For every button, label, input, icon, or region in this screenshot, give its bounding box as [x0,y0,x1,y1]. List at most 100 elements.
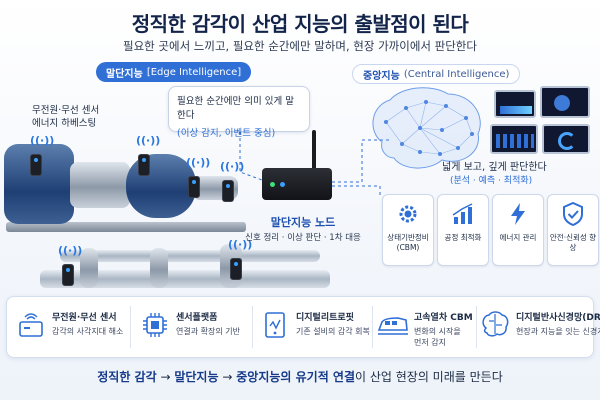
feature-digital-retrofit: 디지털리트로핏 기존 설비의 감각 회복 [258,302,370,352]
lightning-icon [511,203,525,225]
footer-part2: 말단지능 [174,370,219,384]
coupling-housing [70,162,130,208]
wifi-icon: ((·)) [58,244,83,257]
monitor-chart [500,106,532,114]
footer-part4: 이 산업 현장의 미래를 만든다 [355,370,503,384]
feature-strip [6,296,594,358]
gateway-antenna [312,130,316,170]
central-tag-ko: 중앙지능 [363,70,400,82]
footer-statement: 정직한 감각 → 말단지능 → 중앙지능의 유기적 연결이 산업 현장의 미래를… [0,368,600,385]
dashboard-monitor [494,90,536,118]
wireless-sensor [30,154,42,176]
edge-gateway-device [262,168,332,200]
footer-arrow1: → [160,370,171,384]
shield-check-icon [563,201,583,227]
edge-to-central-connector [332,139,390,183]
pipe-lower [40,270,330,288]
gear-icon [399,205,417,223]
feature-wireless-sensor: 무전원·무선 센서 감각의 사각지대 해소 [14,302,126,352]
divider [372,306,373,348]
card-label: 상태기반정비 (CBM) [387,233,429,252]
footer-part3: 중앙지능의 유기적 연결 [236,370,355,384]
edge-node-desc: 신호 정리 · 이상 판단 · 1차 대응 [245,233,361,243]
dashboard-monitor [490,124,538,154]
bar-chart-icon [452,203,473,224]
monitor-map [546,94,586,112]
brain-network-icon [372,87,481,169]
gateway-to-cards-connector [332,185,381,196]
flange-1 [80,248,98,288]
pipe-middle [60,250,320,262]
feature-title: 센서플랫폼 [176,313,218,323]
edge-speech-bubble: 필요한 순간에만 의미 있게 말한다 (이상 감지, 이벤트 중심) [168,86,310,139]
train-icon [377,317,408,335]
dashboard-monitor [540,86,590,118]
bubble-connector [239,132,263,181]
edge-tag-ko: 말단지능 [106,68,143,80]
page-subtitle: 필요한 곳에서 느끼고, 필요한 순간에만 말하며, 현장 가까이에서 판단한다 [123,39,477,53]
retrofit-device-icon [265,312,285,338]
sensor-energy-label: 무전원·무선 센서 에너지 하베스팅 [32,104,99,130]
page-title: 정직한 감각이 산업 지능의 출발점이 된다 [131,12,469,36]
divider [252,306,253,348]
brain-icon [482,311,509,337]
divider [130,306,131,348]
central-caption-sub: (분석 · 예측 · 최적화) [450,176,533,186]
wifi-icon: ((·)) [136,134,161,147]
wireless-sensor [188,176,200,198]
card-cbm: 상태기반정비 (CBM) [382,194,434,266]
dashboard-monitor [542,124,590,154]
pump-body [126,154,196,218]
feature-desc-line2: 먼저 감지 [414,338,446,347]
connector-lines [239,132,390,196]
feature-title: 디지털반사신경망(DRN) [516,313,600,323]
edge-intelligence-tag: 말단지능 [Edge Intelligence] [96,62,252,82]
flange-2 [150,248,168,288]
feature-desc: 연결과 확장의 기반 [176,327,240,336]
footer-part1: 정직한 감각 [97,370,157,384]
card-safety-reliability: 안전·신뢰성 향상 [547,194,599,266]
status-led-icon [280,182,285,187]
bubble-line2: (이상 감지, 이벤트 중심) [177,128,276,139]
feature-title: 무전원·무선 센서 [52,313,117,323]
feature-drn: 디지털반사신경망(DRN) 현장과 지능을 잇는 신경계 [478,302,600,352]
feature-desc-line1: 변화의 시작을 [414,327,461,336]
wifi-icon: ((·)) [186,156,211,169]
central-caption: 넓게 보고, 깊게 판단한다 [442,162,547,173]
feature-desc: 기존 설비의 감각 회복 [296,327,370,336]
wifi-icon: ((·)) [30,134,55,147]
feature-title: 고속열차 CBM [414,313,473,323]
chip-icon [143,313,167,337]
wireless-sensor [230,258,242,280]
card-label: 안전·신뢰성 향상 [549,233,597,252]
card-label: 에너지 관리 [499,233,537,242]
card-process-optimization: 공정 최적화 [437,194,489,266]
wireless-sensor-icon [19,313,43,337]
feature-title: 디지털리트로핏 [296,313,354,323]
wireless-sensor [62,264,74,286]
divider [476,306,477,348]
machinery-illustration: ((·)) ((·)) ((·)) ((·)) ((·)) ((·)) [0,84,330,294]
sensor-label-line1: 무전원·무선 센서 [32,105,100,116]
wifi-icon: ((·)) [220,160,245,173]
wireless-sensor [222,180,234,202]
edge-tag-en: [Edge Intelligence] [146,66,242,78]
central-intelligence-tag: 중앙지능 (Central Intelligence) [352,64,521,84]
sensor-label-line2: 에너지 하베스팅 [32,118,97,129]
card-label: 공정 최적화 [444,233,482,242]
feature-desc: 현장과 지능을 잇는 신경계 [516,327,600,336]
monitor-bars [496,134,534,148]
edge-node-title: 말단지능 노드 [270,216,336,229]
card-energy-management: 에너지 관리 [492,194,544,266]
footer-arrow2: → [222,370,233,384]
central-tag-en: (Central Intelligence) [403,68,510,80]
baseplate [6,222,246,232]
status-led-icon [270,182,275,187]
feature-desc: 감각의 사각지대 해소 [52,327,124,336]
monitor-gauge [558,132,576,150]
bubble-line1: 필요한 순간에만 의미 있게 말한다 [177,96,294,121]
wifi-icon: ((·)) [228,238,253,251]
feature-train-cbm: 고속열차 CBM 변화의 시작을 먼저 감지 [376,302,476,352]
feature-sensor-platform: 센서플랫폼 연결과 확장의 기반 [138,302,248,352]
wireless-sensor [138,154,150,176]
